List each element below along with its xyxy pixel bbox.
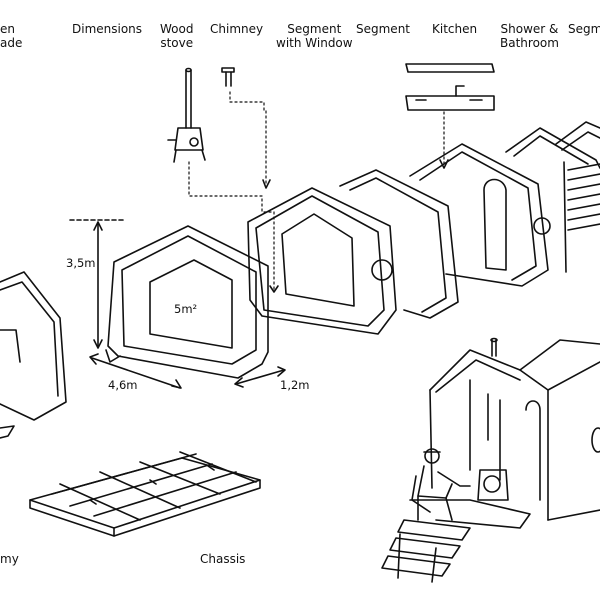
chassis-drawing xyxy=(30,452,260,536)
chimney-label: Chimney xyxy=(210,22,264,36)
kitchen-label: Kitchen xyxy=(432,22,478,36)
shower-bathroom-label-line1: Shower & xyxy=(500,22,559,36)
depth-dimension-line xyxy=(235,367,285,387)
bathroom-segment-drawing xyxy=(506,128,600,234)
area-label: 5m² xyxy=(174,302,198,316)
shower-bathroom-label: Shower & Bathroom xyxy=(500,22,559,50)
segment-label: Segment xyxy=(356,22,410,36)
width-dimension-line xyxy=(90,354,181,388)
end-segment-drawing xyxy=(556,122,600,272)
wood-stove-label-line2: stove xyxy=(160,36,194,50)
height-dimension-line xyxy=(70,220,124,348)
segment-drawing xyxy=(340,170,458,318)
person-figure xyxy=(412,449,470,520)
front-facade-label: en ade xyxy=(0,22,22,50)
width-dimension-label: 4,6m xyxy=(108,378,138,392)
chassis-label: Chassis xyxy=(200,552,246,566)
front-facade-label-line2: ade xyxy=(0,36,23,50)
end-segment-label: Segme xyxy=(568,22,600,36)
dimensions-segment-drawing xyxy=(106,226,268,378)
deck-and-steps-drawing xyxy=(382,500,530,582)
segment-with-window-label-line1: Segment xyxy=(287,22,342,36)
kitchen-counter-drawing xyxy=(406,64,494,110)
assembled-house-drawing xyxy=(430,339,600,521)
depth-dimension-label: 1,2m xyxy=(280,378,310,392)
segment-with-window-label-line2: with Window xyxy=(276,36,353,50)
kitchen-segment-drawing xyxy=(410,144,548,286)
wood-stove-label: Wood stove xyxy=(160,22,193,50)
front-facade-label-line1: en xyxy=(0,22,15,36)
height-dimension-label: 3,5m xyxy=(66,256,96,270)
segment-with-window-label: Segment with Window xyxy=(276,22,353,50)
segment-with-window-drawing xyxy=(248,188,396,334)
anatomy-label: my xyxy=(0,552,19,566)
wood-stove-drawing xyxy=(168,69,205,163)
dimensions-label: Dimensions xyxy=(72,22,143,36)
chimney-drawing xyxy=(222,68,234,86)
wood-stove-label-line1: Wood xyxy=(160,22,194,36)
front-facade-drawing xyxy=(0,272,66,438)
shower-bathroom-label-line2: Bathroom xyxy=(500,36,559,50)
